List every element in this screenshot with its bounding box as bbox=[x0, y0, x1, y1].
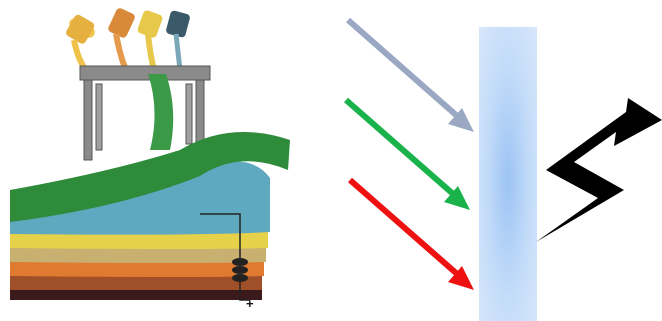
terminal-label: + bbox=[246, 296, 254, 311]
cup-yellow bbox=[65, 13, 99, 70]
printed-ribbon bbox=[148, 74, 173, 150]
ink-cups bbox=[65, 7, 191, 70]
layer-stack bbox=[10, 132, 290, 300]
cup-dark bbox=[165, 10, 191, 70]
cup-orange bbox=[107, 7, 136, 70]
solar-panel-layer bbox=[479, 27, 537, 321]
incident-light-arrows bbox=[330, 0, 490, 321]
lightning-bolt-icon bbox=[532, 90, 662, 250]
load-component bbox=[232, 258, 248, 282]
layered-solar-cell-illustration bbox=[0, 0, 300, 321]
cup-gold bbox=[136, 9, 163, 70]
